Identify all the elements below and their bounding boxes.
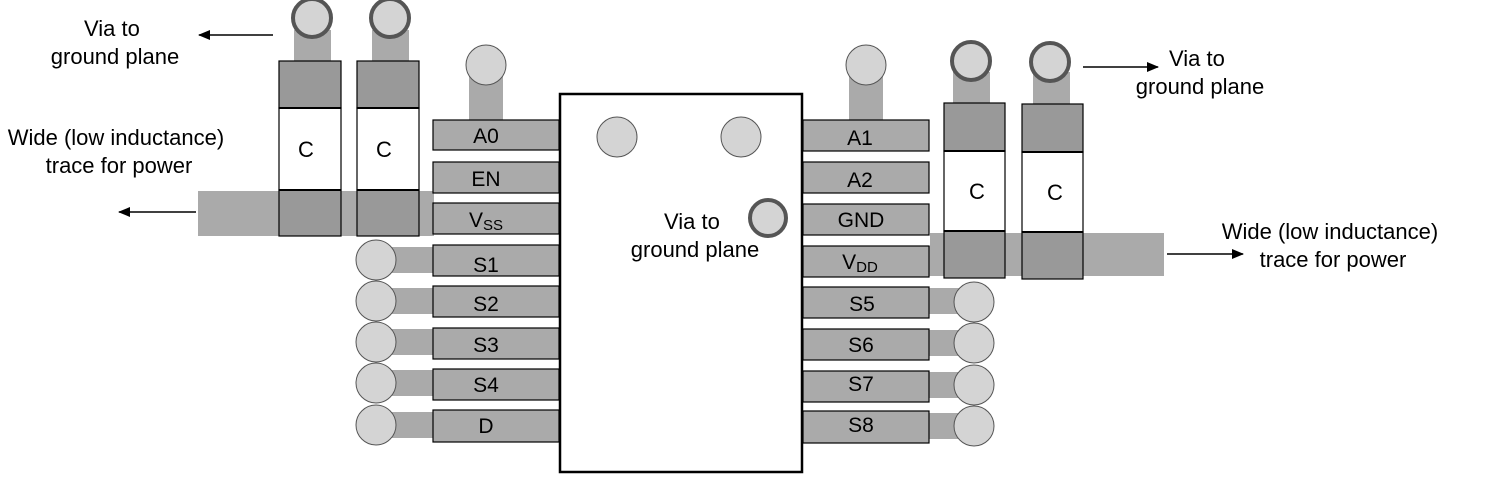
svg-text:VSS: VSS [469, 209, 503, 234]
ground-via-cap2 [369, 0, 411, 39]
via-en [596, 116, 638, 158]
pin-s8: S8 [802, 410, 930, 444]
right-pins: A1 A2 GND VDD S5 S6 S7 S8 [802, 119, 930, 444]
pin-s1-label: S1 [473, 254, 499, 277]
svg-text:S4: S4 [473, 374, 499, 397]
pin-s1: S1 [432, 244, 560, 277]
via-s1 [355, 239, 397, 281]
pin-vss-subscript: SS [483, 217, 503, 234]
capacitor-2: C [356, 60, 420, 237]
left-pins: A0 EN VSS S1 S2 S3 S4 D [432, 119, 560, 443]
pin-s7-label: S7 [848, 373, 874, 396]
via-label-center: Via to ground plane [631, 209, 759, 262]
capacitor-4-label: C [1047, 180, 1063, 205]
svg-text:VDD: VDD [842, 251, 878, 276]
svg-text:S5: S5 [849, 293, 875, 316]
pin-s6-label: S6 [848, 334, 874, 357]
pin-en-label: EN [471, 168, 500, 191]
svg-text:EN: EN [471, 168, 500, 191]
pin-en: EN [432, 161, 560, 194]
via-s8 [953, 405, 995, 447]
svg-text:D: D [478, 415, 493, 438]
pin-vdd-label: V [842, 251, 856, 274]
via-label-top-left: Via to ground plane [51, 16, 179, 69]
via-label-top-right: Via to ground plane [1136, 46, 1264, 99]
via-a1 [845, 44, 887, 86]
wide-trace-label-left: Wide (low inductance) trace for power [8, 125, 231, 178]
pin-s4: S4 [432, 368, 560, 401]
via-a0 [465, 44, 507, 86]
pin-vdd: VDD [802, 245, 930, 278]
pin-s6: S6 [802, 328, 930, 361]
ic-body [558, 92, 804, 474]
pin-d: D [432, 409, 560, 443]
pin-s2-label: S2 [473, 293, 499, 316]
svg-text:A2: A2 [847, 169, 873, 192]
vias [291, 0, 1071, 447]
ground-via-cap1 [291, 0, 333, 39]
vdd-trace [928, 246, 948, 276]
svg-text:S3: S3 [473, 334, 499, 357]
svg-text:S6: S6 [848, 334, 874, 357]
pin-s2: S2 [432, 285, 560, 318]
pin-gnd: GND [802, 203, 930, 236]
pin-vss: VSS [432, 202, 560, 235]
pin-s7: S7 [802, 370, 930, 403]
capacitor-4: C [1021, 103, 1084, 280]
capacitor-3-label: C [969, 179, 985, 204]
pin-d-label: D [478, 415, 493, 438]
pin-s3-label: S3 [473, 334, 499, 357]
pin-s3: S3 [432, 327, 560, 360]
ground-via-cap4 [1029, 41, 1071, 83]
via-s2 [355, 280, 397, 322]
via-d [355, 404, 397, 446]
pin-a1-label: A1 [847, 127, 873, 150]
capacitor-3: C [943, 102, 1006, 279]
via-s6 [953, 322, 995, 364]
pin-vss-label: V [469, 209, 483, 232]
pin-s8-label: S8 [848, 414, 874, 437]
pin-s4-label: S4 [473, 374, 499, 397]
capacitor-1-label: C [298, 137, 314, 162]
svg-text:S2: S2 [473, 293, 499, 316]
pin-a2: A2 [802, 161, 930, 194]
pin-s5: S5 [802, 286, 930, 319]
pin-gnd-label: GND [838, 209, 885, 232]
via-s7 [953, 364, 995, 406]
svg-text:A0: A0 [473, 125, 499, 148]
pin-a0-label: A0 [473, 125, 499, 148]
via-s5 [953, 281, 995, 323]
pin-a1: A1 [802, 119, 930, 152]
pin-a2-label: A2 [847, 169, 873, 192]
wide-trace-label-right: Wide (low inductance) trace for power [1222, 219, 1445, 272]
via-a2 [720, 116, 762, 158]
svg-text:S1: S1 [473, 254, 499, 277]
pin-vdd-subscript: DD [856, 259, 878, 276]
svg-text:A1: A1 [847, 127, 873, 150]
capacitor-1: C [278, 60, 342, 237]
capacitor-2-label: C [376, 137, 392, 162]
via-s3 [355, 321, 397, 363]
pin-a0: A0 [432, 119, 560, 151]
via-s4 [355, 362, 397, 404]
svg-text:S7: S7 [848, 373, 874, 396]
ground-via-gnd [748, 198, 788, 238]
ground-via-cap3 [950, 40, 992, 82]
svg-text:S8: S8 [848, 414, 874, 437]
svg-text:GND: GND [838, 209, 885, 232]
arrows [118, 30, 1244, 259]
pin-s5-label: S5 [849, 293, 875, 316]
